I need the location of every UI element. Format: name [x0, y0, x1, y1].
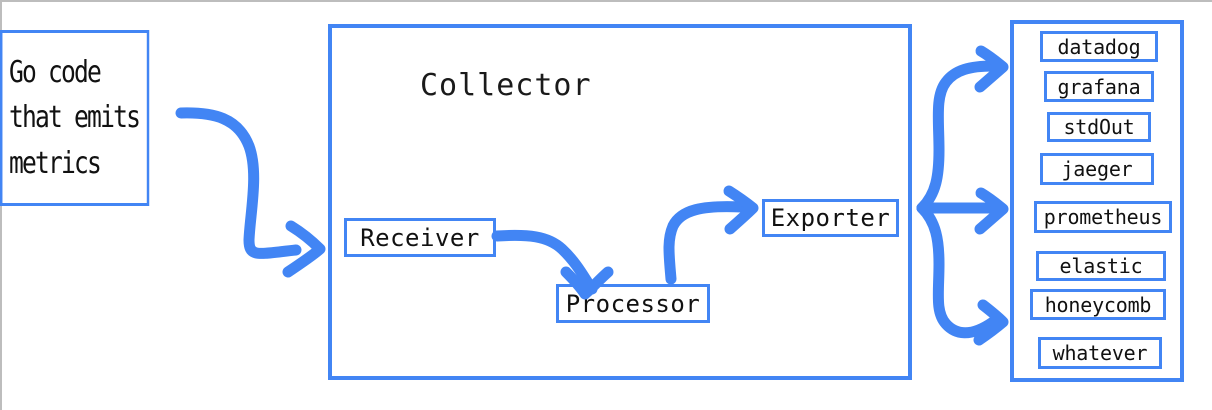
destination-item[interactable]: elastic — [1036, 251, 1166, 281]
destination-item[interactable]: stdOut — [1047, 112, 1151, 142]
destination-label: stdOut — [1063, 115, 1135, 139]
receiver-label: Receiver — [360, 223, 480, 252]
destination-item[interactable]: jaeger — [1040, 153, 1154, 185]
destination-label: datadog — [1057, 34, 1141, 59]
page-edge-top — [0, 0, 1212, 2]
collector-title: Collector — [420, 68, 592, 103]
processor-box[interactable]: Processor — [556, 284, 710, 323]
exporter-box[interactable]: Exporter — [762, 199, 899, 237]
arrow-exporter-fan-up — [916, 45, 1009, 214]
destination-label: elastic — [1059, 254, 1143, 278]
destination-label: prometheus — [1043, 205, 1163, 229]
arrow-exporter-fan-mid — [916, 187, 1009, 235]
destination-item[interactable]: honeycomb — [1030, 289, 1166, 320]
exporter-label: Exporter — [770, 204, 891, 232]
processor-label: Processor — [565, 289, 701, 318]
receiver-box[interactable]: Receiver — [344, 218, 496, 257]
arrow-source-to-receiver — [175, 107, 326, 278]
destination-item[interactable]: grafana — [1044, 71, 1154, 102]
source-line-2: that emits — [9, 100, 141, 136]
destination-label: honeycomb — [1044, 292, 1152, 317]
destination-label: grafana — [1057, 74, 1141, 99]
destination-item[interactable]: prometheus — [1034, 201, 1172, 233]
destination-label: whatever — [1052, 341, 1148, 365]
destination-label: jaeger — [1061, 157, 1133, 181]
source-line-3: metrics — [9, 145, 102, 181]
arrow-exporter-fan-down — [916, 202, 1009, 346]
destination-item[interactable]: datadog — [1040, 31, 1158, 62]
go-code-source-box: Go code that emits metrics — [0, 30, 150, 206]
destination-item[interactable]: whatever — [1038, 337, 1162, 369]
source-line-1: Go code — [9, 54, 102, 90]
